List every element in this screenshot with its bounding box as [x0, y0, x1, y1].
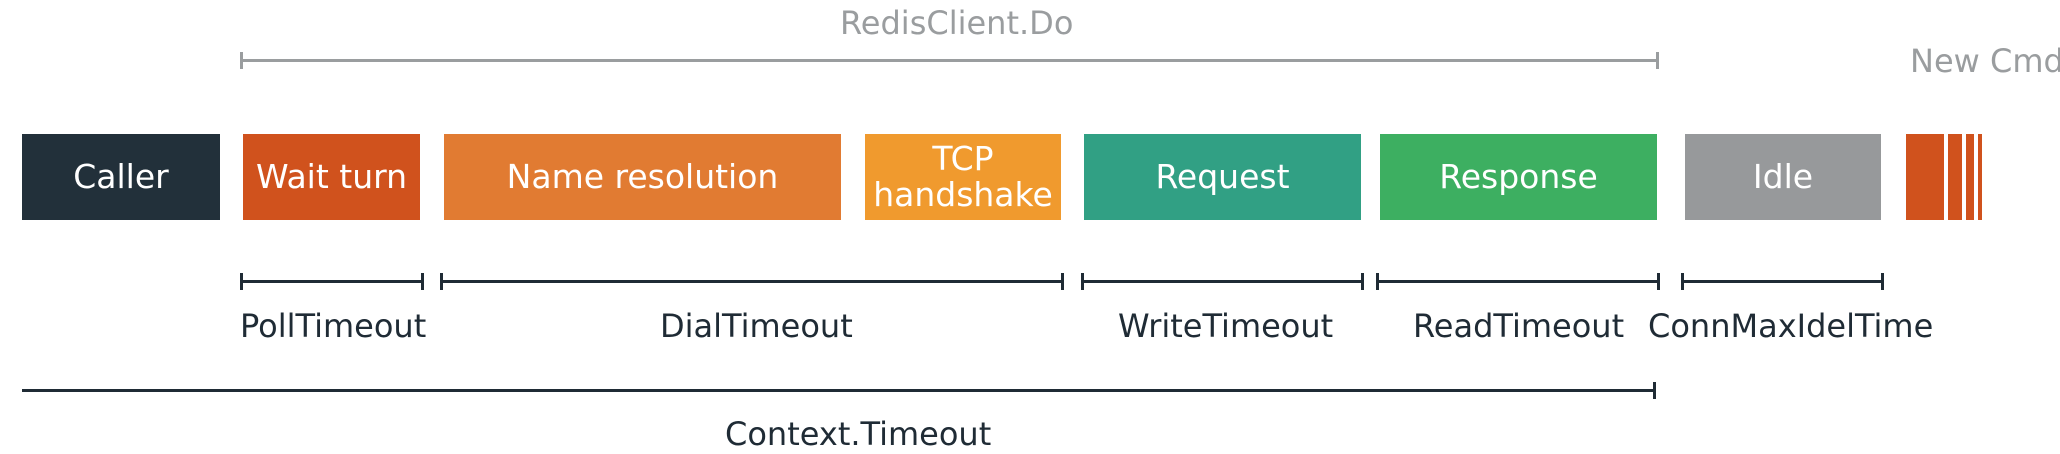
handshake-label: handshake [873, 175, 1053, 214]
request-block: Request [1084, 134, 1361, 220]
response-block: Response [1380, 134, 1657, 220]
redisclient-do-label: RedisClient.Do [840, 4, 1074, 42]
read-timeout-label: ReadTimeout [1413, 307, 1625, 345]
name-resolution-label: Name resolution [506, 157, 779, 197]
dial-timeout-span [440, 273, 1064, 290]
dial-timeout-label: DialTimeout [660, 307, 853, 345]
context-timeout-span [22, 382, 1656, 399]
poll-timeout-label: PollTimeout [240, 307, 427, 345]
conn-max-idle-time-span [1681, 273, 1884, 290]
request-label: Request [1155, 157, 1290, 197]
idle-block: Idle [1685, 134, 1881, 220]
conn-max-idle-time-label: ConnMaxIdelTime [1648, 307, 1934, 345]
poll-timeout-span [240, 273, 424, 290]
next-command-segment [1948, 134, 1962, 220]
write-timeout-span [1081, 273, 1364, 290]
read-timeout-span [1376, 273, 1660, 290]
new-cmd-label: New Cmd [1910, 42, 2060, 80]
caller-label: Caller [73, 157, 169, 197]
name-resolution-block: Name resolution [444, 134, 841, 220]
redisclient-do-span [240, 52, 1659, 69]
idle-label: Idle [1752, 157, 1814, 197]
caller-block: Caller [22, 134, 220, 220]
response-label: Response [1439, 157, 1598, 197]
tcp-handshake-block: TCP handshake [865, 134, 1061, 220]
wait-turn-block: Wait turn [243, 134, 420, 220]
next-command-segment [1966, 134, 1974, 220]
next-command-block [1906, 134, 1944, 220]
tcp-label: TCP [932, 139, 994, 179]
next-command-segment [1978, 134, 1982, 220]
wait-turn-label: Wait turn [255, 157, 408, 197]
context-timeout-label: Context.Timeout [725, 415, 992, 453]
write-timeout-label: WriteTimeout [1118, 307, 1334, 345]
